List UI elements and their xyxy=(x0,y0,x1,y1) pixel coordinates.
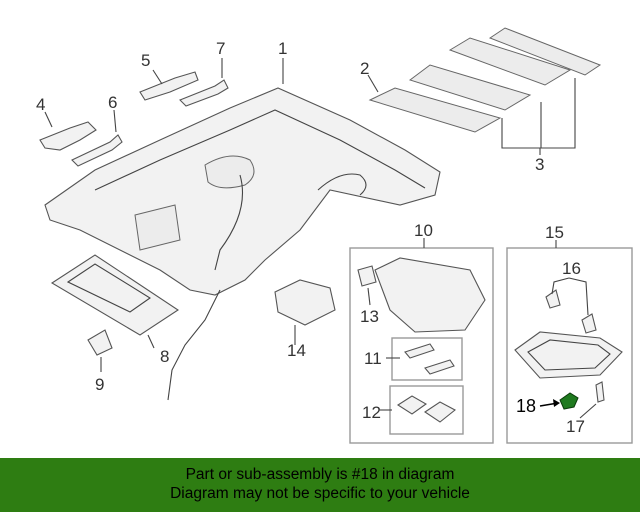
callout-7: 7 xyxy=(216,39,225,58)
callout-5: 5 xyxy=(141,51,150,70)
bulb-18-highlighted xyxy=(559,392,579,410)
parts-diagram: 1 2 3 4 5 6 7 8 9 10 11 12 13 14 15 16 1… xyxy=(36,27,633,444)
callout-2: 2 xyxy=(360,59,369,78)
map-lamp-assembly xyxy=(374,257,486,333)
bracket-4 xyxy=(39,121,97,151)
lamp-16a xyxy=(545,289,561,309)
callout-4: 4 xyxy=(36,95,45,114)
callout-14: 14 xyxy=(287,341,306,360)
leader-lines xyxy=(44,58,597,419)
wire-harness xyxy=(167,289,221,401)
info-banner: Part or sub-assembly is #18 in diagram D… xyxy=(0,458,640,512)
clip-13 xyxy=(357,265,377,287)
callout-13: 13 xyxy=(360,307,379,326)
callout-16: 16 xyxy=(562,259,581,278)
callout-15: 15 xyxy=(545,223,564,242)
lamp-16b xyxy=(581,313,597,334)
banner-line-2: Diagram may not be specific to your vehi… xyxy=(170,485,470,502)
visor-retainer xyxy=(87,329,113,356)
bulb-a xyxy=(404,343,435,359)
callout-1: 1 xyxy=(278,39,287,58)
pad-2 xyxy=(368,87,502,133)
bulb-b xyxy=(424,359,455,375)
banner-line-1: Part or sub-assembly is #18 in diagram xyxy=(185,466,455,483)
group-box-11 xyxy=(391,337,463,381)
bracket-14 xyxy=(274,279,336,326)
callout-18: 18 xyxy=(516,396,536,416)
grab-handle-7 xyxy=(179,79,229,107)
callout-17: 17 xyxy=(566,417,585,436)
callout-3: 3 xyxy=(535,155,544,174)
pad-3b xyxy=(448,37,572,86)
headliner xyxy=(44,87,441,296)
pad-12b xyxy=(424,401,456,423)
callout-9: 9 xyxy=(95,375,104,394)
sun-visor xyxy=(50,254,179,336)
group-box-10 xyxy=(349,247,494,444)
group-box-15 xyxy=(506,247,633,444)
callout-12: 12 xyxy=(362,403,381,422)
pad-12a xyxy=(396,395,428,415)
grab-handle-6 xyxy=(71,134,123,167)
pad-3a xyxy=(408,64,532,111)
callout-8: 8 xyxy=(160,347,169,366)
screw-17 xyxy=(595,381,605,403)
pad-3c xyxy=(488,27,602,76)
callout-11: 11 xyxy=(364,349,382,368)
callout-6: 6 xyxy=(108,93,117,112)
callout-10: 10 xyxy=(414,221,433,240)
bracket-5 xyxy=(139,71,199,101)
